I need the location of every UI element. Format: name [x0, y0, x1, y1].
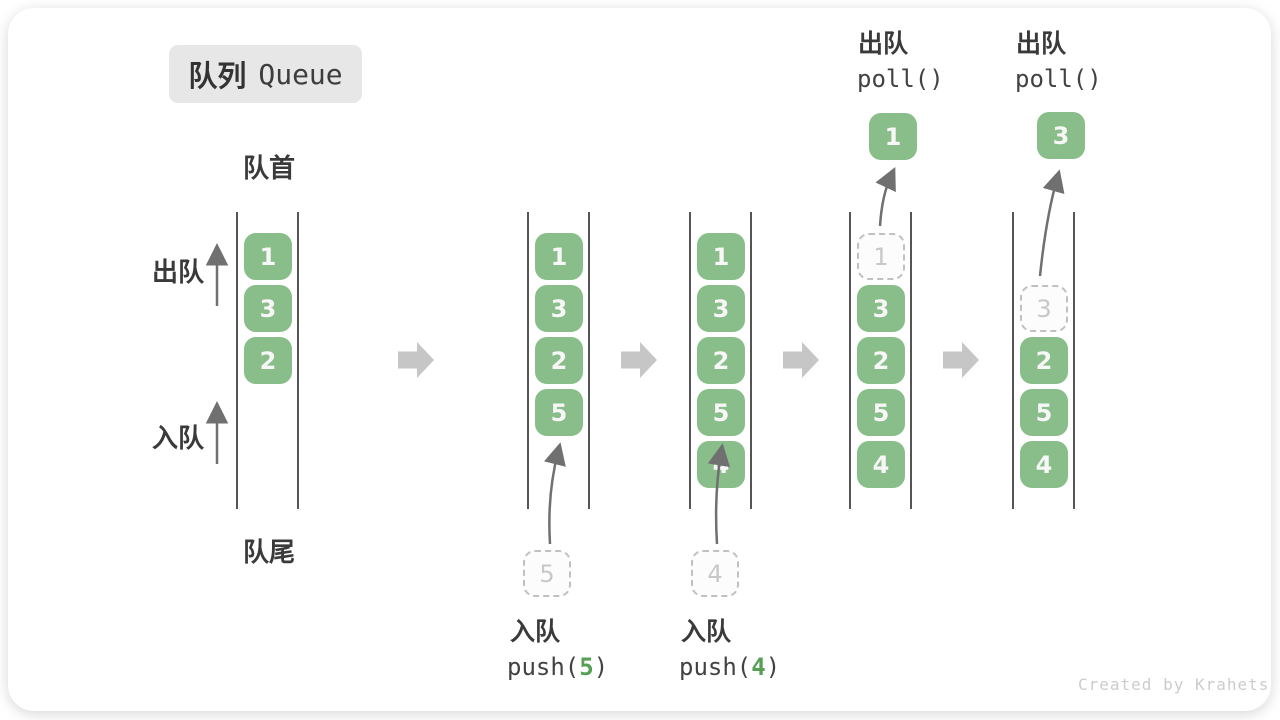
credit-text: Created by Krahets [1078, 675, 1270, 694]
queue-cell: 4 [857, 441, 905, 488]
step-arrow-4 [943, 342, 979, 378]
queue-cell: 3 [857, 285, 905, 332]
step-arrow-1 [398, 342, 434, 378]
label-queue-head: 队首 [243, 154, 296, 184]
code-push-4: push(4) [679, 653, 781, 681]
title-zh: 队列 [188, 59, 247, 93]
queue-cell: 5 [1020, 389, 1068, 436]
queue-cell: 3 [535, 285, 583, 332]
dequeue-result-box: 3 [1037, 112, 1085, 159]
title-badge: 队列 Queue [169, 45, 362, 103]
queue-cell: 1 [244, 233, 292, 280]
queue-cell: 1 [697, 233, 745, 280]
queue-cell: 2 [697, 337, 745, 384]
label-dequeue-op2: 出队 [1016, 29, 1067, 58]
queue-cell: 2 [244, 337, 292, 384]
queue-cell: 2 [1020, 337, 1068, 384]
queue-cell: 2 [857, 337, 905, 384]
enqueue-source-box: 5 [523, 550, 571, 597]
queue-cell-ghost: 1 [857, 233, 905, 280]
step-arrow-3 [783, 342, 819, 378]
label-enqueue-left: 入队 [152, 424, 205, 454]
queue-cell-ghost: 3 [1020, 285, 1068, 332]
queue-cell: 5 [857, 389, 905, 436]
queue-cell: 3 [244, 285, 292, 332]
code-poll-2: poll() [1015, 65, 1102, 93]
enqueue-source-box: 4 [691, 550, 739, 597]
queue-cell: 4 [697, 441, 745, 488]
label-dequeue-op1: 出队 [858, 29, 909, 58]
title-en: Queue [258, 57, 343, 91]
step-arrow-2 [621, 342, 657, 378]
code-push-5: push(5) [507, 653, 609, 681]
queue-channel-5 [1012, 212, 1075, 509]
queue-channel-1 [236, 212, 299, 509]
queue-channel-2 [527, 212, 590, 509]
queue-channel-4 [849, 212, 912, 509]
queue-cell: 5 [535, 389, 583, 436]
queue-cell: 1 [535, 233, 583, 280]
label-queue-tail: 队尾 [243, 538, 296, 568]
label-dequeue-left: 出队 [152, 258, 205, 288]
queue-cell: 4 [1020, 441, 1068, 488]
dequeue-result-box: 1 [869, 113, 917, 160]
queue-cell: 3 [697, 285, 745, 332]
label-enqueue-op2: 入队 [681, 617, 732, 646]
push-arg-5: 5 [579, 653, 594, 681]
queue-cell: 5 [697, 389, 745, 436]
push-arg-4: 4 [751, 653, 766, 681]
code-poll-1: poll() [857, 65, 944, 93]
queue-cell: 2 [535, 337, 583, 384]
label-enqueue-op1: 入队 [510, 617, 561, 646]
queue-channel-3 [689, 212, 752, 509]
